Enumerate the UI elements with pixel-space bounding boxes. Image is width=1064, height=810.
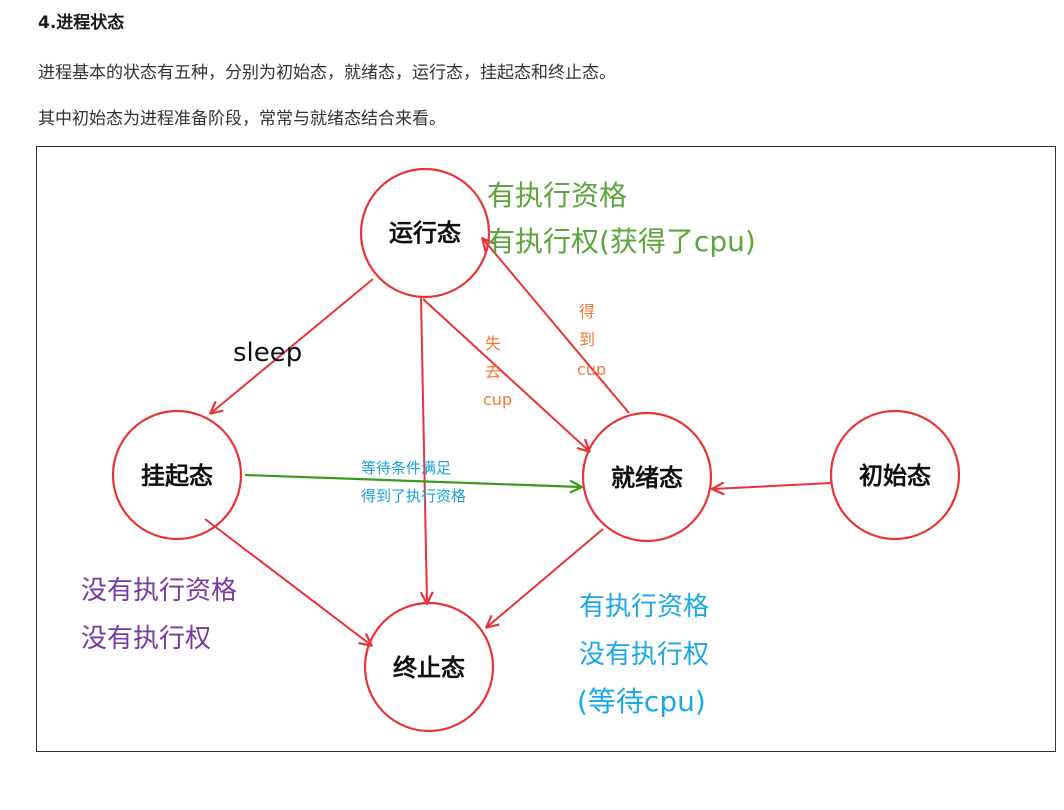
state-circle-running — [359, 167, 491, 299]
state-circle-ready — [581, 411, 713, 543]
state-circle-suspended — [111, 409, 243, 541]
note-running-line1: 有执行资格 — [487, 179, 627, 212]
note-paragraph: 其中初始态为进程准备阶段，常常与就绪态结合来看。 — [38, 109, 446, 129]
note-suspended-line2: 没有执行权 — [81, 624, 211, 654]
note-condition-line2: 得到了执行资格 — [361, 487, 466, 505]
note-get-cpu-char3: cup — [577, 360, 606, 379]
arrow-suspended-to-ready — [244, 473, 581, 487]
note-get-cpu-char2: 到 — [579, 330, 595, 349]
arrow-suspended-to-terminated — [204, 518, 371, 645]
note-ready-line3: (等待cpu) — [577, 685, 706, 718]
diagram-canvas: 运行态 挂起态 就绪态 初始态 终止态 有执行资格 有执行权(获得了cpu) s… — [81, 167, 961, 733]
state-label-running: 运行态 — [389, 218, 461, 247]
note-ready-line2: 没有执行权 — [579, 640, 709, 670]
arrow-running-to-suspended — [211, 278, 374, 413]
arrow-running-to-terminated — [421, 296, 427, 603]
intro-paragraph: 进程基本的状态有五种，分别为初始态，就绪态，运行态，挂起态和终止态。 — [38, 63, 616, 83]
arrow-ready-to-terminated — [487, 528, 604, 627]
note-get-cpu-char1: 得 — [579, 302, 595, 321]
state-label-ready: 就绪态 — [611, 463, 683, 492]
note-sleep: sleep — [233, 338, 302, 368]
arrow-initial-to-ready — [713, 483, 832, 489]
note-lose-cpu-char1: 失 — [485, 334, 501, 353]
note-suspended-line1: 没有执行资格 — [81, 576, 237, 606]
process-state-diagram: 运行态 挂起态 就绪态 初始态 终止态 有执行资格 有执行权(获得了cpu) s… — [36, 146, 1056, 752]
state-label-initial: 初始态 — [859, 461, 931, 490]
note-running-line2: 有执行权(获得了cpu) — [487, 225, 756, 258]
state-label-terminated: 终止态 — [393, 653, 465, 682]
note-lose-cpu-char2: 去 — [485, 362, 501, 381]
note-ready-line1: 有执行资格 — [579, 592, 709, 622]
section-heading: 4.进程状态 — [38, 13, 125, 33]
arrow-running-to-ready — [422, 298, 589, 451]
arrow-ready-to-running — [483, 239, 630, 414]
state-label-suspended: 挂起态 — [141, 461, 213, 490]
note-lose-cpu-char3: cup — [483, 390, 512, 409]
state-circle-initial — [829, 409, 961, 541]
note-condition-line1: 等待条件满足 — [361, 459, 451, 477]
